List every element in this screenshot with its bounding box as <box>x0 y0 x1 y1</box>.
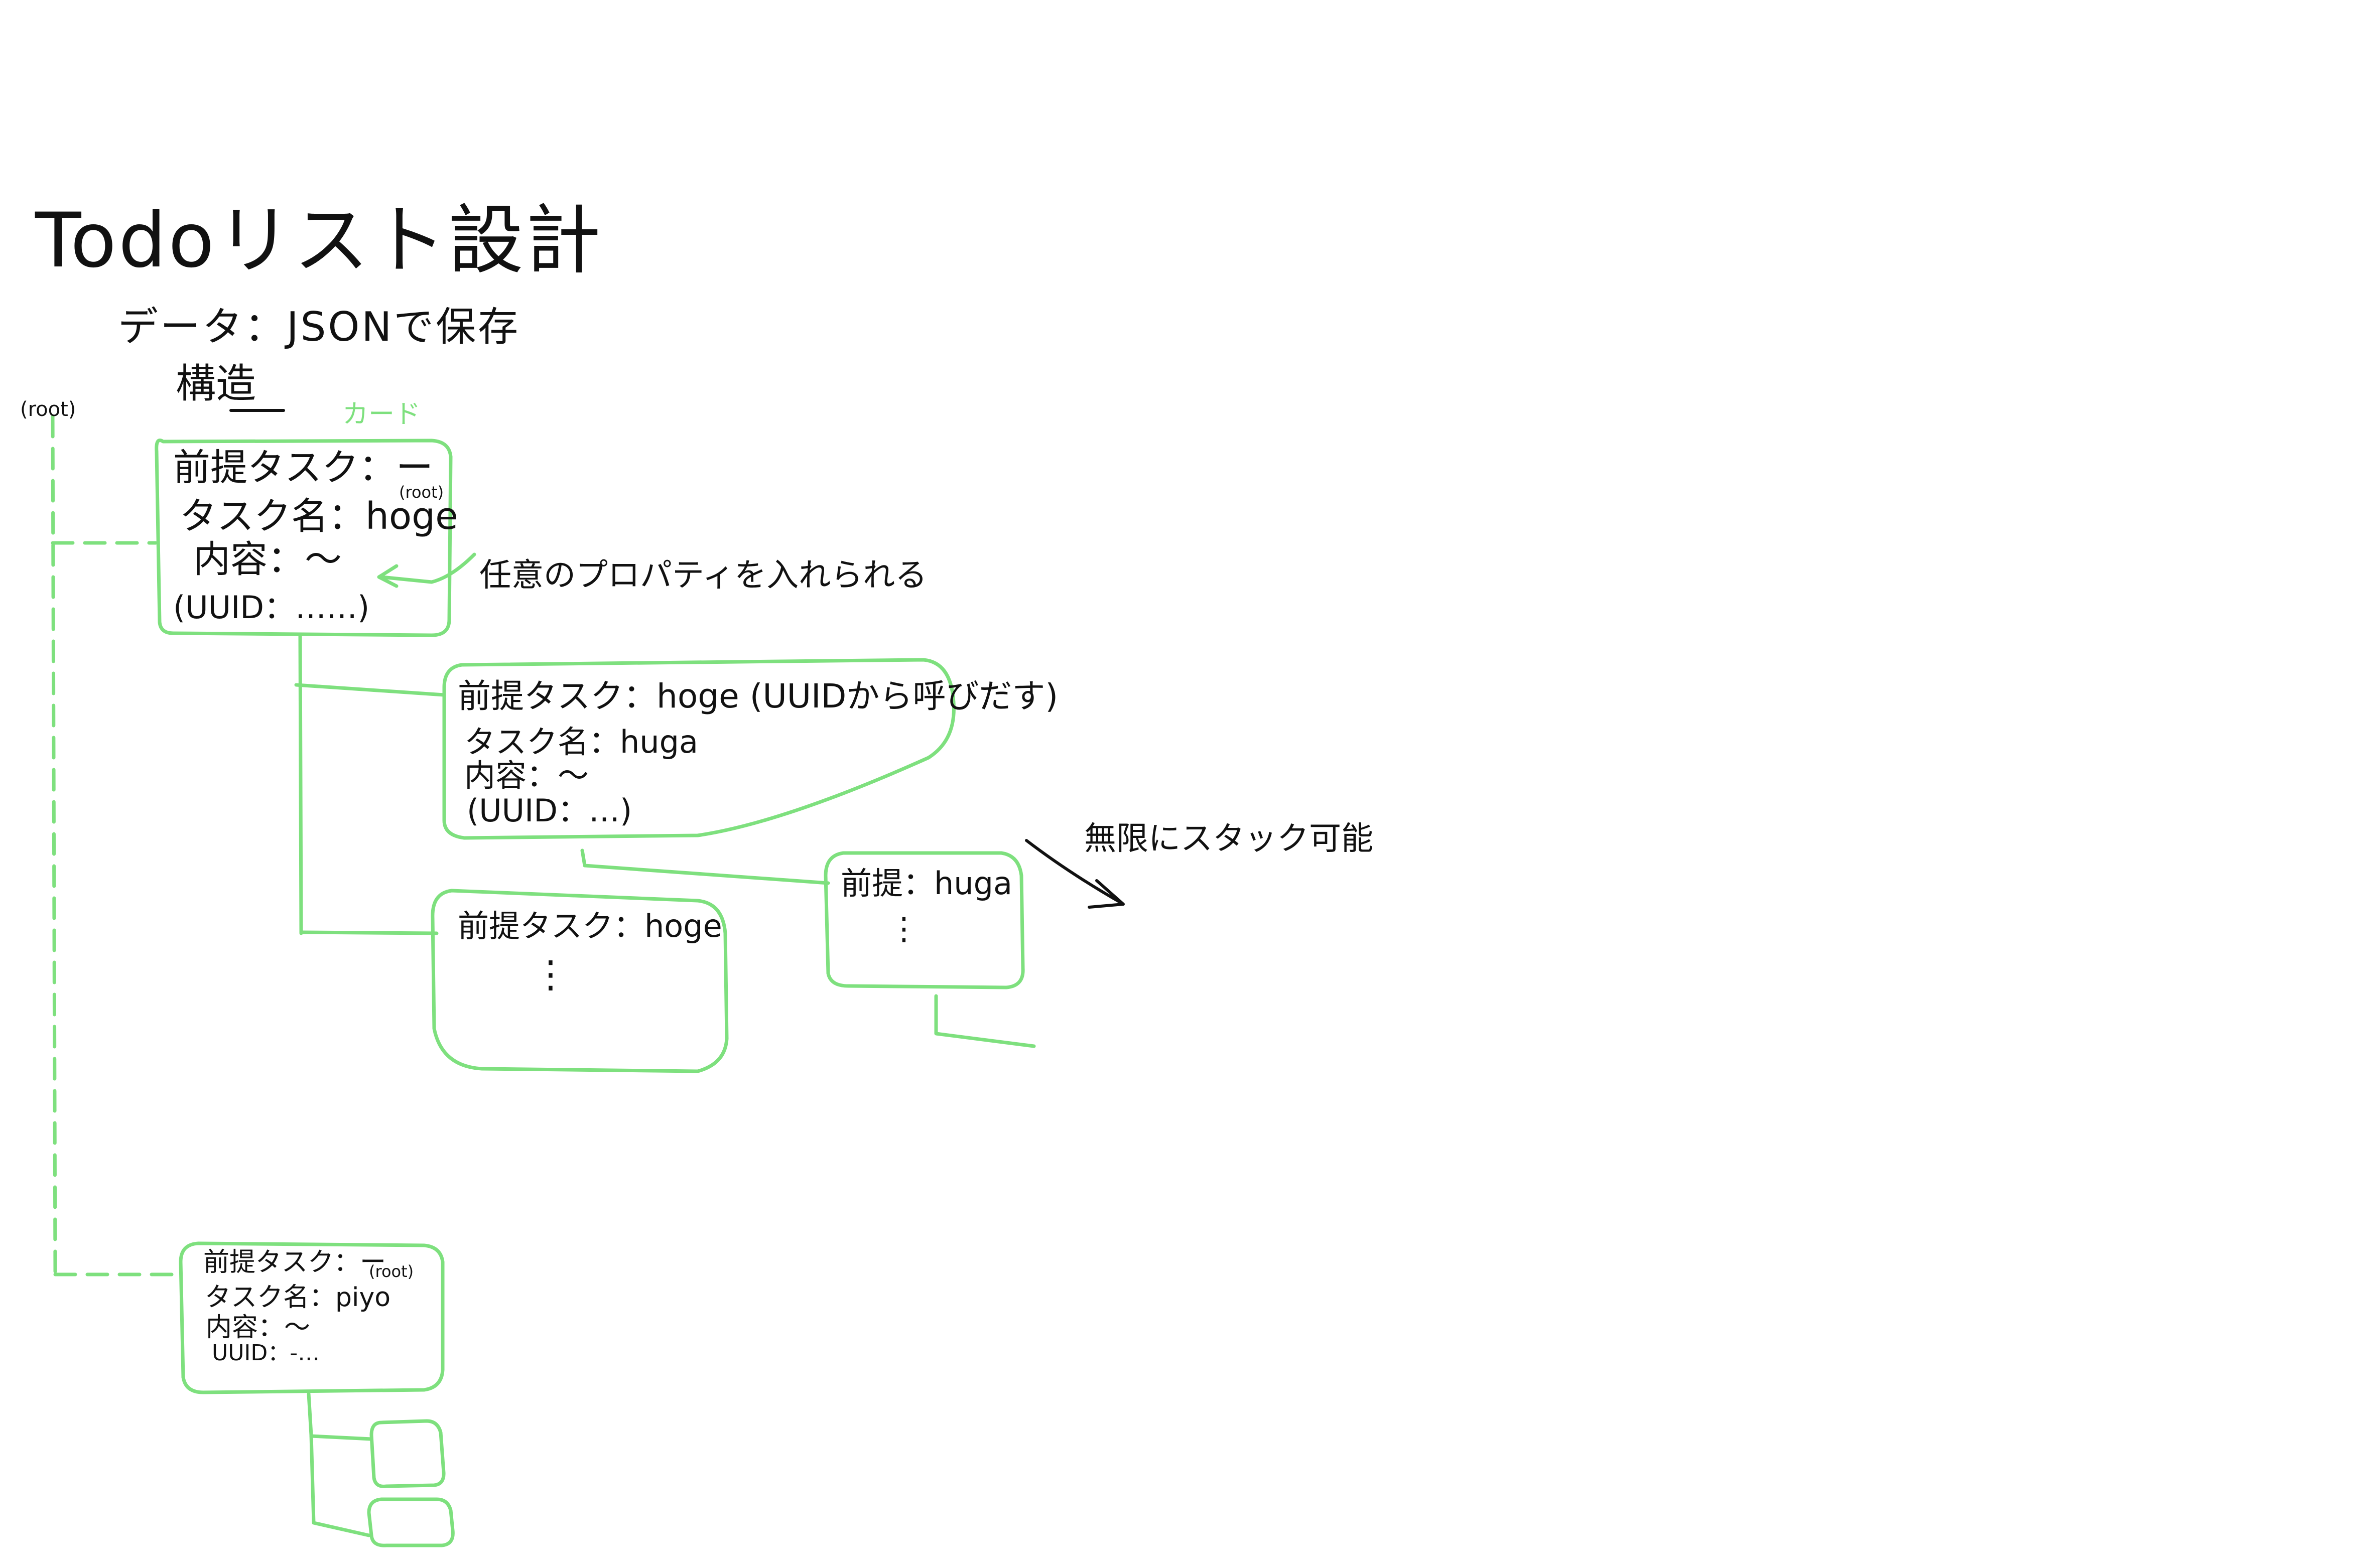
grandchild-connector <box>580 848 830 885</box>
second-root-connector-1 <box>309 1434 373 1441</box>
child-connector-2 <box>299 930 439 935</box>
root-card-prereq-tag: (root) <box>399 483 444 502</box>
child-connector-1 <box>294 683 446 697</box>
card-label: カード <box>342 399 421 430</box>
infinite-stack-note: 無限にスタック可能 <box>1084 820 1373 858</box>
section-heading: 構造 <box>176 360 256 407</box>
properties-arrowhead <box>377 564 399 588</box>
second-root-card-name: タスク名：piyo <box>205 1282 391 1313</box>
small-child-box-2 <box>367 1497 455 1547</box>
root-label: (root) <box>20 398 76 421</box>
child-card-2-prereq: 前提タスク：hoge <box>458 908 722 944</box>
properties-arrow <box>379 552 476 584</box>
infinite-stack-arrow <box>1025 839 1123 905</box>
root-card-border <box>155 439 453 637</box>
root-card-name: タスク名：hoge <box>180 495 458 538</box>
second-root-card-content: 内容：〜 <box>206 1313 311 1343</box>
child-card-1-content: 内容：〜 <box>464 757 589 794</box>
second-root-connector-trunk <box>307 1392 371 1537</box>
child-card-1-uuid: (UUID：…) <box>467 792 632 829</box>
grandchild-card-dots: ⋮ <box>888 910 920 947</box>
root-card-uuid: (UUID：……) <box>173 589 370 626</box>
child-card-1-border <box>442 658 956 840</box>
child-connector-trunk <box>298 634 303 935</box>
page-subtitle: データ：JSONで保存 <box>118 304 520 350</box>
child-card-1-name: タスク名：huga <box>464 724 698 760</box>
root-card-content: 内容：〜 <box>193 538 342 581</box>
small-child-box-1 <box>369 1419 446 1488</box>
arbitrary-properties-note: 任意のプロパティを入れられる <box>479 557 928 594</box>
grandchild-continuation <box>934 994 1036 1048</box>
child-card-1-prereq: 前提タスク：hoge (UUIDから呼びだす) <box>458 677 1059 716</box>
grandchild-card-border <box>824 851 1025 989</box>
child-card-2-dots: ⋮ <box>532 953 569 996</box>
second-root-card-border <box>179 1241 445 1394</box>
page-title: Todoリスト設計 <box>35 197 603 284</box>
second-root-card-prereq: 前提タスク：ー <box>203 1247 386 1277</box>
grandchild-card-prereq: 前提：huga <box>841 865 1012 902</box>
second-root-card-uuid: UUID：-… <box>212 1340 320 1366</box>
infinite-stack-arrowhead <box>1088 879 1125 909</box>
second-root-card-prereq-tag: (root) <box>369 1262 414 1281</box>
child-card-2-border <box>431 889 729 1073</box>
root-card-prereq: 前提タスク：ー <box>173 446 433 489</box>
root-spine-dashed <box>51 414 57 1276</box>
